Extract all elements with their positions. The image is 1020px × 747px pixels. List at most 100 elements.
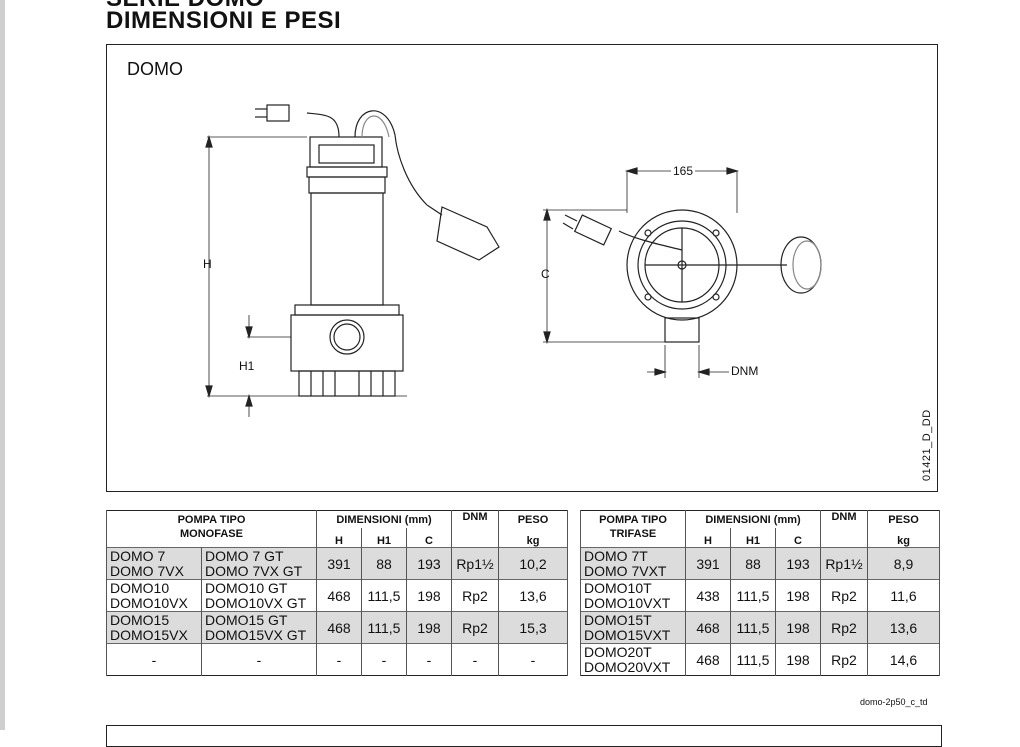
model-cell: DOMO10T [584,579,652,596]
cell-h: 468 [316,579,362,612]
model-cell: DOMO 7T [584,547,648,564]
cell-c: 193 [775,547,821,580]
model-cell: DOMO15VX [110,626,188,643]
col-unit: kg [498,528,568,548]
pump-type-header: POMPA TIPO [580,510,686,528]
cell-dnm: Rp2 [451,579,499,612]
model-cell: DOMO15VX GT [205,626,307,643]
table-trifase: POMPA TIPO DIMENSIONI (mm) DNM PESO TRIF… [580,510,940,676]
model-cell: - [201,643,317,676]
cell-h1: 88 [730,547,776,580]
model-cell: DOMO10VXT [584,594,671,611]
cell-c: - [406,643,452,676]
dnm-header: DNM [451,510,499,548]
cell-c: 198 [775,611,821,644]
col-unit: kg [867,528,940,548]
col-c: C [775,528,821,548]
cell-peso: 11,6 [867,579,940,612]
cell-peso: 14,6 [867,643,940,676]
pump-type-header: POMPA TIPO [106,510,317,528]
cell-h: 391 [316,547,362,580]
peso-header: PESO [867,510,940,528]
col-h: H [316,528,362,548]
dim-h-label: H [203,257,212,271]
cell-c: 198 [775,579,821,612]
dim-c-label: C [541,267,550,281]
model-cell: DOMO10 GT [205,579,288,596]
model-cell: DOMO 7 [110,547,166,564]
series-title: SERIE DOMO [106,0,264,11]
model-cell: DOMO20T [584,643,652,660]
cell-h1: 111,5 [361,579,407,612]
col-h1: H1 [730,528,776,548]
peso-header: PESO [498,510,568,528]
cell-h: - [316,643,362,676]
model-cell: DOMO15T [584,611,652,628]
model-cell: DOMO15 GT [205,611,288,628]
drawing-code: 01421_D_DD [921,409,933,481]
cell-h1: 111,5 [730,611,776,644]
page-edge [0,0,5,730]
dimensions-header: DIMENSIONI (mm) [685,510,821,528]
dimensions-header: DIMENSIONI (mm) [316,510,452,528]
table-row: - - - - - - - [106,643,568,676]
pump-drawing-svg [205,104,822,417]
dnm-header: DNM [820,510,868,548]
cell-dnm: - [451,643,499,676]
cell-dnm: Rp1½ [820,547,868,580]
cell-dnm: Rp2 [820,643,868,676]
cell-h1: 111,5 [730,643,776,676]
dim-width-label: 165 [671,164,696,178]
cell-h: 391 [685,547,731,580]
cell-dnm: Rp2 [451,611,499,644]
model-cell: DOMO15 [110,611,170,628]
cell-peso: 13,6 [498,579,568,612]
model-cell: DOMO 7VX [110,562,184,579]
model-cell: - [106,643,202,676]
cell-peso: - [498,643,568,676]
model-cell: DOMO10VX GT [205,594,307,611]
phase-header: TRIFASE [580,528,686,548]
footer-ref: domo-2p50_c_td [860,697,928,707]
model-cell: DOMO10VX [110,594,188,611]
model-cell: DOMO 7VXT [584,562,667,579]
dim-dnm-label: DNM [731,364,759,378]
cell-h1: 88 [361,547,407,580]
model-cell: DOMO20VXT [584,658,671,675]
model-cell: DOMO 7 GT [205,547,284,564]
table-monofase: POMPA TIPO DIMENSIONI (mm) DNM PESO MONO… [106,510,568,676]
dim-h1-label: H1 [239,359,255,373]
cell-c: 198 [775,643,821,676]
page-title: DIMENSIONI E PESI [106,7,342,34]
cell-dnm: Rp1½ [451,547,499,580]
model-cell: DOMO 7VX GT [205,562,303,579]
model-cell: DOMO15VXT [584,626,671,643]
cell-c: 198 [406,611,452,644]
cell-c: 198 [406,579,452,612]
model-cell: DOMO10 [110,579,170,596]
model-label: DOMO [127,59,183,79]
cell-h1: - [361,643,407,676]
cell-peso: 10,2 [498,547,568,580]
cell-h: 438 [685,579,731,612]
cell-h1: 111,5 [730,579,776,612]
next-section-box [106,725,942,747]
cell-h: 468 [685,643,731,676]
cell-c: 193 [406,547,452,580]
cell-peso: 13,6 [867,611,940,644]
cell-h: 468 [685,611,731,644]
col-h: H [685,528,731,548]
cell-peso: 15,3 [498,611,568,644]
phase-header: MONOFASE [106,528,317,548]
technical-drawing: DOMO H H1 C 165 DNM 01421_D_DD [106,44,938,492]
col-h1: H1 [361,528,407,548]
cell-peso: 8,9 [867,547,940,580]
cell-h1: 111,5 [361,611,407,644]
